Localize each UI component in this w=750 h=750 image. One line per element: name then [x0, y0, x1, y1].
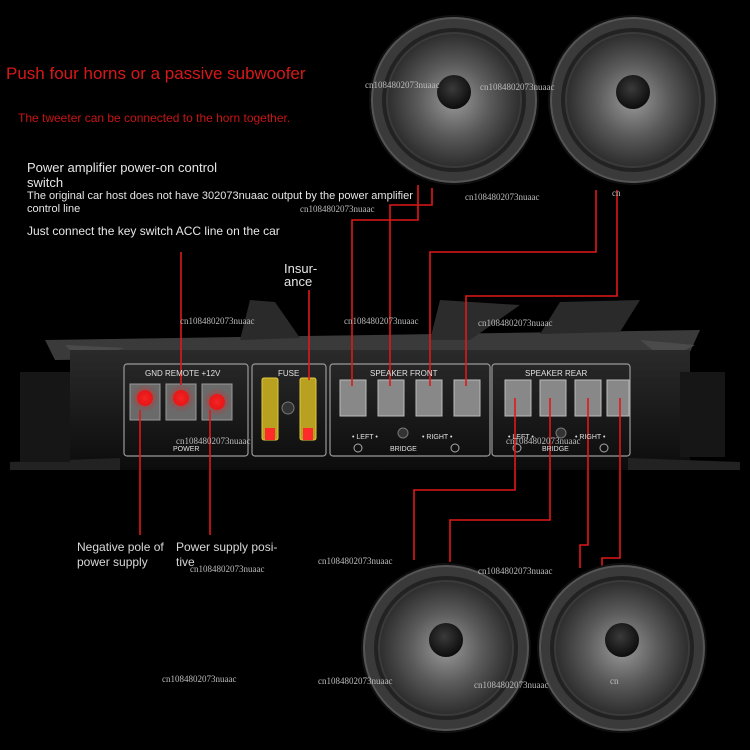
watermark: cn1084802073nuaac — [176, 436, 251, 446]
front-right-label: • RIGHT • — [422, 434, 453, 441]
control-switch-note: The original car host does not have 3020… — [27, 190, 413, 215]
rear-right-label: • RIGHT • — [575, 434, 606, 441]
watermark: cn1084802073nuaac — [480, 82, 555, 92]
front-speaker-terminals — [339, 379, 481, 453]
speaker-bottom-right — [537, 563, 707, 733]
front-header: SPEAKER FRONT — [370, 369, 438, 378]
speaker-top-right — [548, 15, 718, 185]
control-switch-title: Power amplifier power-on control switch — [27, 160, 218, 190]
power-footer: POWER — [173, 446, 199, 453]
rear-left-label: • LEFT • — [508, 434, 534, 441]
front-bridge-label: BRIDGE — [390, 446, 417, 453]
watermark: cn1084802073nuaac — [318, 676, 393, 686]
watermark: cn1084802073nuaac — [465, 192, 540, 202]
watermark: cn1084802073nuaac — [180, 316, 255, 326]
watermark: cn1084802073nuaac — [478, 566, 553, 576]
watermark-short: cn — [612, 188, 621, 198]
watermark: cn1084802073nuaac — [506, 436, 581, 446]
watermark: cn1084802073nuaac — [190, 564, 265, 574]
fuse-header: FUSE — [278, 369, 299, 378]
watermark: cn1084802073nuaac — [300, 204, 375, 214]
watermark: cn1084802073nuaac — [478, 318, 553, 328]
speaker-wires — [139, 185, 621, 568]
watermark: cn1084802073nuaac — [318, 556, 393, 566]
watermark: cn1084802073nuaac — [162, 674, 237, 684]
acc-note: Just connect the key switch ACC line on … — [27, 224, 280, 238]
power-terminals — [129, 383, 233, 421]
insurance-label: Insur-ance — [284, 261, 318, 289]
fuse-pair — [261, 377, 317, 441]
power-header: GND REMOTE +12V — [145, 369, 221, 378]
rear-header: SPEAKER REAR — [525, 369, 587, 378]
watermark-short: cn — [610, 676, 619, 686]
rear-bridge-label: BRIDGE — [542, 446, 569, 453]
watermark: cn1084802073nuaac — [365, 80, 440, 90]
headline: Push four horns or a passive subwoofer — [6, 64, 306, 83]
speaker-top-left — [369, 15, 539, 185]
tweeter-note: The tweeter can be connected to the horn… — [18, 111, 291, 125]
negative-pole-label: Negative pole of power supply — [77, 540, 164, 569]
watermark: cn1084802073nuaac — [474, 680, 549, 690]
front-left-label: • LEFT • — [352, 434, 378, 441]
speaker-bottom-left — [361, 563, 531, 733]
positive-pole-label: Power supply posi-tive — [176, 540, 278, 569]
watermark: cn1084802073nuaac — [344, 316, 419, 326]
